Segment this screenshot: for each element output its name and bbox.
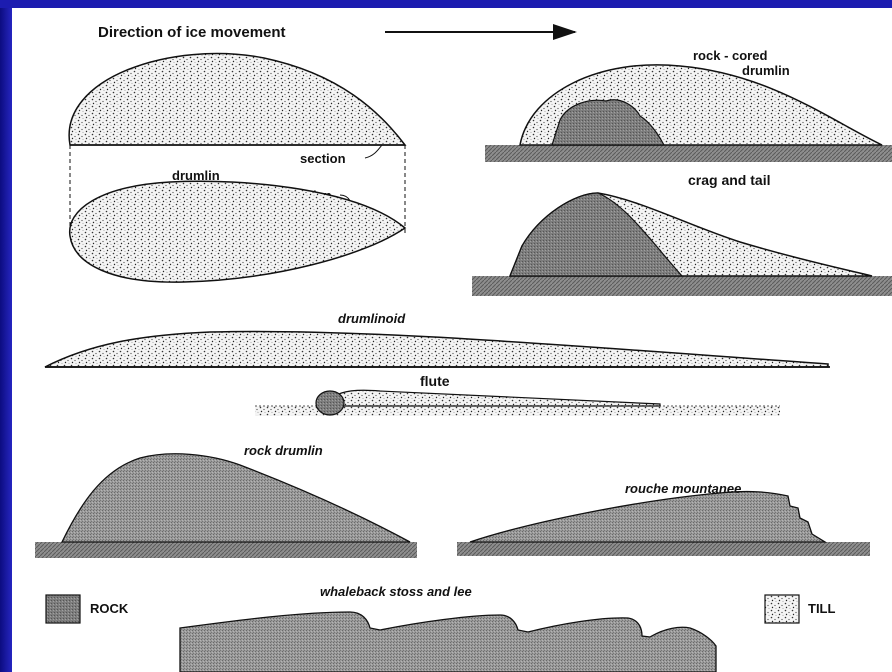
- rock-cored-bedrock: [485, 145, 892, 162]
- rock-cored-label-line1: rock - cored: [693, 48, 767, 63]
- drumlin-section-shape: [69, 54, 405, 145]
- drumlin-plan-shape: [70, 181, 405, 282]
- flute-boulder: [316, 391, 344, 415]
- whaleback-label: whaleback stoss and lee: [320, 584, 472, 599]
- drumlinoid-label: drumlinoid: [338, 311, 406, 326]
- legend-till-swatch: [765, 595, 799, 623]
- direction-title: Direction of ice movement: [98, 24, 286, 41]
- crag-and-tail-label: crag and tail: [688, 172, 770, 188]
- rock-drumlin-shape: [62, 454, 410, 542]
- legend-rock-swatch: [46, 595, 80, 623]
- rouche-mountanee-label: rouche mountanee: [625, 481, 741, 496]
- rock-drumlin-bedrock: [35, 542, 417, 558]
- rock-drumlin-label: rock drumlin: [244, 443, 323, 458]
- section-label: section: [300, 151, 346, 166]
- drumlinoid-shape: [45, 331, 828, 367]
- flute-ridge: [330, 390, 660, 406]
- legend-rock-label: ROCK: [90, 601, 129, 616]
- whaleback-shape: [180, 612, 716, 672]
- rouche-bedrock: [457, 542, 870, 556]
- rock-cored-label-line2: drumlin: [742, 63, 790, 78]
- rouche-mountanee-shape: [470, 492, 825, 542]
- flute-label: flute: [420, 373, 450, 389]
- crag-bedrock: [472, 276, 892, 296]
- legend-till-label: TILL: [808, 601, 835, 616]
- section-pointer: [365, 145, 382, 158]
